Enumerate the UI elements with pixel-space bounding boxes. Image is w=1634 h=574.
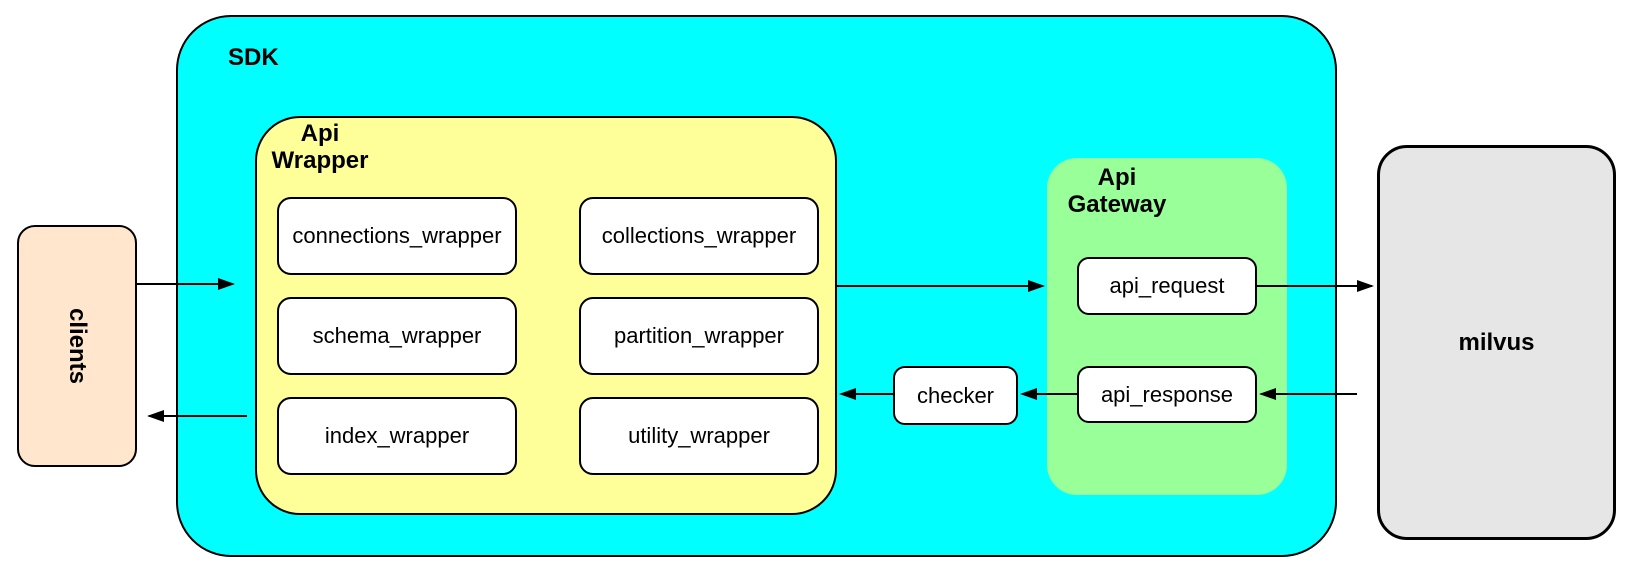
utility-wrapper-label: utility_wrapper bbox=[628, 423, 770, 448]
api-gateway-container: Api Gateway api_request api_response bbox=[1047, 158, 1287, 495]
partition-wrapper-box: partition_wrapper bbox=[579, 297, 819, 375]
index-wrapper-label: index_wrapper bbox=[324, 423, 470, 448]
connections-wrapper-box: connections_wrapper bbox=[277, 197, 517, 275]
api-request-box: api_request bbox=[1077, 257, 1257, 315]
sdk-label: SDK bbox=[228, 44, 279, 71]
index-wrapper-box: index_wrapper bbox=[277, 397, 517, 475]
milvus-box: milvus bbox=[1377, 145, 1616, 540]
checker-box: checker bbox=[893, 366, 1018, 425]
utility-wrapper-box: utility_wrapper bbox=[579, 397, 819, 475]
schema-wrapper-label: schema_wrapper bbox=[312, 323, 482, 348]
api-response-label: api_response bbox=[1100, 381, 1234, 407]
milvus-label: milvus bbox=[1458, 328, 1535, 356]
collections-wrapper-label: collections_wrapper bbox=[601, 223, 797, 248]
partition-wrapper-label: partition_wrapper bbox=[614, 323, 784, 348]
api-wrapper-container: Api Wrapper connections_wrapper collecti… bbox=[255, 116, 837, 515]
schema-wrapper-box: schema_wrapper bbox=[277, 297, 517, 375]
api-request-label: api_request bbox=[1109, 273, 1225, 298]
api-gateway-label: Api Gateway bbox=[1067, 164, 1167, 218]
api-response-box: api_response bbox=[1077, 366, 1257, 423]
clients-label: clients bbox=[64, 307, 91, 385]
api-wrapper-label: Api Wrapper bbox=[271, 120, 369, 174]
connections-wrapper-label: connections_wrapper bbox=[292, 223, 502, 248]
collections-wrapper-box: collections_wrapper bbox=[579, 197, 819, 275]
checker-label: checker bbox=[916, 382, 995, 408]
clients-box: clients bbox=[17, 225, 137, 467]
